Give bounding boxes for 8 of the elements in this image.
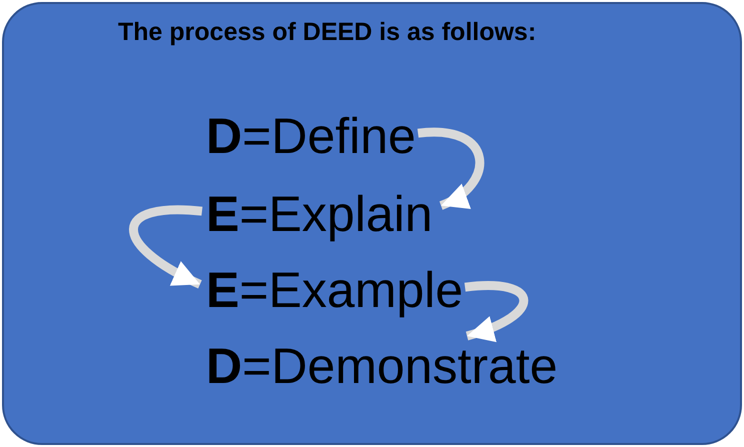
step-text: E=Explain (206, 186, 433, 242)
curved-arrow (464, 281, 528, 341)
step-text: E=Example (206, 262, 464, 318)
curved-arrow (129, 205, 202, 288)
title: The process of DEED is as follows: (118, 17, 536, 48)
curved-arrow (418, 128, 484, 210)
step-text: D=Define (206, 108, 416, 164)
step-text: D=Demonstrate (206, 338, 558, 394)
